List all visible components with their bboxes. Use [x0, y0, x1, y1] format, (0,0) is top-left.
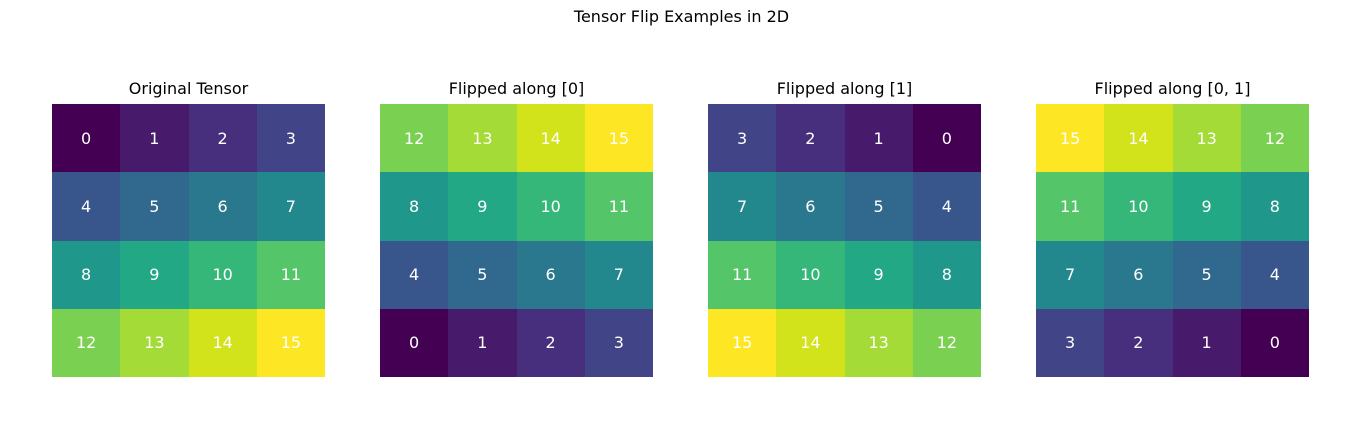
panel-title: Original Tensor	[128, 79, 249, 98]
heatmap-cell: 1	[448, 308, 517, 377]
heatmap-cell: 12	[380, 104, 449, 173]
panel-title: Flipped along [1]	[776, 79, 913, 98]
heatmap-cell: 11	[708, 240, 777, 309]
heatmap-cell: 10	[1104, 172, 1173, 241]
heatmap-cell: 9	[844, 240, 913, 309]
heatmap-cell: 8	[1240, 172, 1309, 241]
heatmap-cell: 3	[708, 104, 777, 173]
heatmap-cell: 0	[52, 104, 121, 173]
heatmap-cell: 9	[120, 240, 189, 309]
panel-title: Flipped along [0]	[448, 79, 585, 98]
heatmap-cell: 6	[188, 172, 257, 241]
heatmap-cell: 15	[708, 308, 777, 377]
heatmap-cell: 2	[516, 308, 585, 377]
heatmap-cell: 10	[516, 172, 585, 241]
heatmap-cell: 4	[912, 172, 981, 241]
heatmap-cell: 0	[1240, 308, 1309, 377]
heatmap-cell: 7	[584, 240, 653, 309]
heatmap-cell: 13	[448, 104, 517, 173]
heatmap-cell: 8	[52, 240, 121, 309]
heatmap-cell: 14	[776, 308, 845, 377]
heatmap-cell: 10	[188, 240, 257, 309]
heatmap-cell: 2	[188, 104, 257, 173]
heatmap-cell: 14	[516, 104, 585, 173]
heatmap-cell: 14	[1104, 104, 1173, 173]
heatmap-cell: 15	[256, 308, 325, 377]
heatmap-cell: 5	[448, 240, 517, 309]
heatmap-cell: 12	[912, 308, 981, 377]
heatmap-cell: 6	[1104, 240, 1173, 309]
heatmap-cell: 12	[1240, 104, 1309, 173]
heatmap-cell: 8	[380, 172, 449, 241]
heatmap-cell: 12	[52, 308, 121, 377]
heatmap-cell: 1	[844, 104, 913, 173]
heatmap-cell: 11	[256, 240, 325, 309]
heatmap-cell: 15	[584, 104, 653, 173]
heatmap-cell: 1	[1172, 308, 1241, 377]
heatmap-cell: 6	[516, 240, 585, 309]
heatmap-cell: 4	[1240, 240, 1309, 309]
heatmap-cell: 4	[52, 172, 121, 241]
heatmap-cell: 15	[1036, 104, 1105, 173]
heatmap-cell: 7	[1036, 240, 1105, 309]
heatmap-cell: 7	[256, 172, 325, 241]
heatmap-cell: 14	[188, 308, 257, 377]
panel-title: Flipped along [0, 1]	[1094, 79, 1251, 98]
heatmap-cell: 5	[844, 172, 913, 241]
heatmap-cell: 13	[1172, 104, 1241, 173]
heatmap-cell: 2	[1104, 308, 1173, 377]
heatmap-cell: 11	[584, 172, 653, 241]
heatmap-cell: 7	[708, 172, 777, 241]
heatmap-cell: 8	[912, 240, 981, 309]
heatmap-cell: 3	[1036, 308, 1105, 377]
heatmap-cell: 2	[776, 104, 845, 173]
heatmap-cell: 3	[256, 104, 325, 173]
heatmap-cell: 5	[1172, 240, 1241, 309]
heatmap-cell: 1	[120, 104, 189, 173]
heatmap-cell: 6	[776, 172, 845, 241]
heatmap-cell: 9	[448, 172, 517, 241]
heatmap-cell: 5	[120, 172, 189, 241]
heatmap-cell: 10	[776, 240, 845, 309]
heatmap-cell: 11	[1036, 172, 1105, 241]
heatmap-cell: 0	[912, 104, 981, 173]
heatmap-cell: 4	[380, 240, 449, 309]
figure-title: Tensor Flip Examples in 2D	[573, 7, 790, 26]
heatmap-cell: 3	[584, 308, 653, 377]
heatmap-cell: 13	[844, 308, 913, 377]
heatmap-cell: 9	[1172, 172, 1241, 241]
heatmap-cell: 0	[380, 308, 449, 377]
heatmap-cell: 13	[120, 308, 189, 377]
